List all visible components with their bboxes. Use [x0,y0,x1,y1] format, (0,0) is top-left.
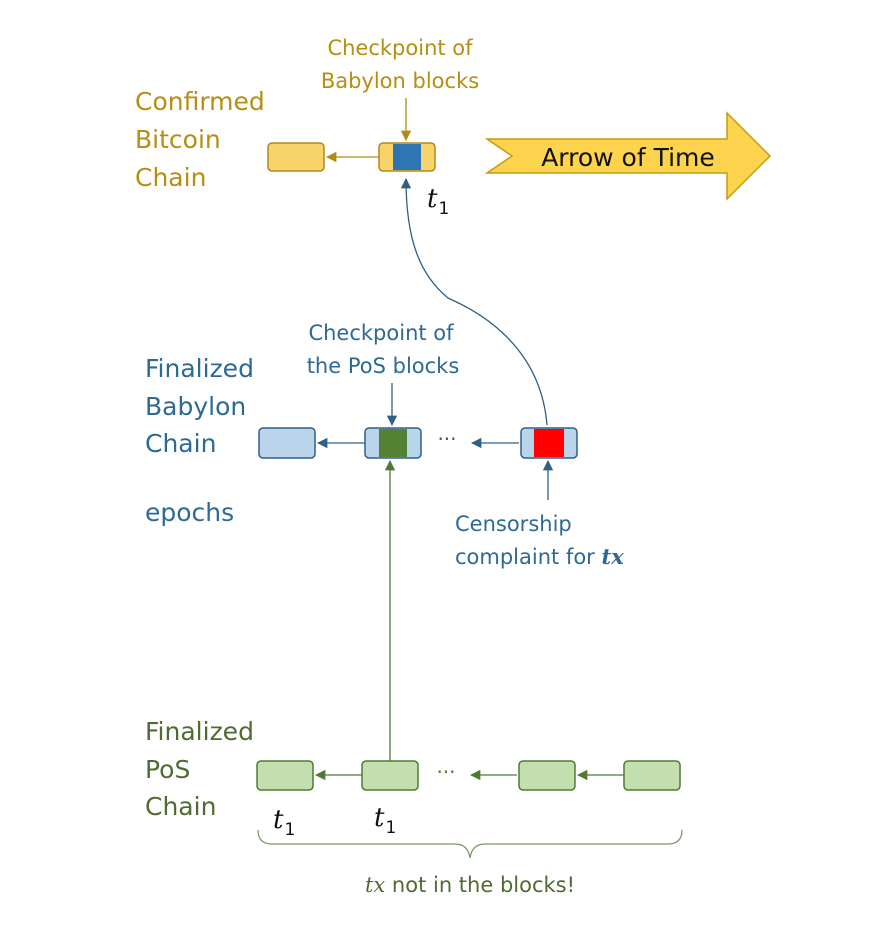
epochs-label: epochs [145,498,234,527]
pos-label-line-3: Chain [145,792,216,821]
bitcoin-section: Confirmed Bitcoin Chain Checkpoint of Ba… [135,36,479,219]
pos-blocks-brace [257,829,683,859]
pos-footer-caption: tx not in the blocks! [365,873,575,897]
babylon-checkpoint-caption-line-2: the PoS blocks [307,354,460,378]
complaint-to-bitcoin-arrow [400,177,548,426]
babylon-label-line-3: Chain [145,429,216,458]
censorship-complaint-block [534,429,564,457]
babylon-checkpoint-in-bitcoin [393,144,421,170]
bitcoin-label-line-1: Confirmed [135,87,265,116]
babylon-label-line-2: Babylon [145,392,246,421]
babylon-checkpoint-caption-line-1: Checkpoint of [308,321,454,345]
pos-label-line-2: PoS [145,755,190,784]
bitcoin-label-line-3: Chain [135,163,206,192]
pos-time-label-2: t1 [374,803,396,838]
pos-block-2 [361,760,419,791]
bitcoin-checkpoint-caption-line-2: Babylon blocks [321,69,479,93]
arrow-of-time-label: Arrow of Time [541,143,715,172]
pos-block-1 [256,760,314,791]
pos-block-4 [623,760,681,791]
pos-label-line-1: Finalized [145,717,254,746]
pos-checkpoint-in-babylon [379,429,407,457]
bitcoin-label-line-2: Bitcoin [135,125,221,154]
complaint-caption-line-2: complaint for tx [455,544,624,569]
arrow-of-time-shape [484,111,772,201]
babylon-ellipsis: ··· [437,427,456,451]
complaint-caption-line-1: Censorship [455,512,572,536]
pos-ellipsis: ··· [436,760,455,784]
bitcoin-time-label: t1 [427,184,449,219]
arrow-of-time: Arrow of Time [484,111,772,201]
pos-section: Finalized PoS Chain ··· t1 t1 tx not in … [145,717,683,897]
babylon-section: Finalized Babylon Chain epochs Checkpoin… [145,321,624,569]
babylon-label-line-1: Finalized [145,354,254,383]
bitcoin-block-1 [267,142,325,172]
bitcoin-checkpoint-caption-line-1: Checkpoint of [327,36,473,60]
babylon-block-1 [258,427,316,459]
pos-time-label-1: t1 [273,805,295,840]
pos-block-3 [518,760,576,791]
